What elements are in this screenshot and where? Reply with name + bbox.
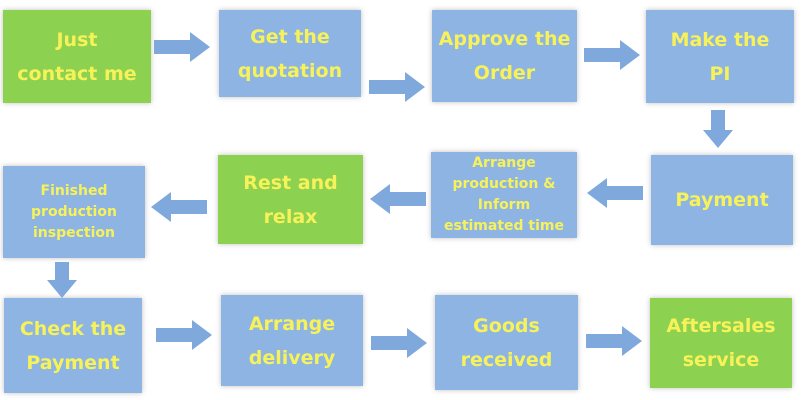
- step-get-the-quotation: Get the quotation: [219, 10, 361, 97]
- step-check-the-payment: Check the Payment: [4, 298, 142, 393]
- arrow-right-icon: [584, 40, 640, 70]
- step-aftersales-service: Aftersales service: [650, 298, 792, 388]
- step-label: Payment: [675, 189, 769, 211]
- step-arrange-delivery: Arrange delivery: [221, 295, 363, 386]
- step-label: Arrange production & Inform estimated ti…: [443, 155, 564, 234]
- step-label: Rest and relax: [243, 171, 338, 228]
- arrow-down-icon: [703, 110, 733, 148]
- step-label: Finished production inspection: [31, 182, 117, 241]
- step-label: Aftersales service: [666, 315, 776, 371]
- arrow-right-icon: [156, 320, 212, 350]
- arrow-right-icon: [586, 326, 642, 356]
- step-rest-and-relax: Rest and relax: [218, 155, 363, 244]
- step-just-contact-me: Just contact me: [3, 10, 151, 103]
- step-label: Approve the Order: [438, 28, 571, 84]
- step-label: Get the quotation: [237, 25, 343, 82]
- arrow-down-icon: [47, 262, 77, 298]
- arrow-right-icon: [154, 32, 210, 62]
- arrow-left-icon: [151, 192, 207, 222]
- arrow-right-icon: [371, 328, 427, 358]
- step-label: Arrange delivery: [248, 312, 336, 369]
- step-label: Just contact me: [17, 28, 137, 85]
- step-goods-received: Goods received: [435, 295, 578, 390]
- step-label: Goods received: [460, 314, 553, 371]
- step-approve-the-order: Approve the Order: [432, 10, 577, 102]
- step-make-the-pi: Make the PI: [646, 10, 794, 103]
- arrow-right-icon: [369, 72, 425, 102]
- step-payment: Payment: [651, 155, 793, 245]
- arrow-left-icon: [370, 184, 426, 214]
- step-label: Make the PI: [670, 28, 770, 85]
- arrow-left-icon: [587, 178, 643, 208]
- step-finished-production-inspection: Finished production inspection: [3, 166, 145, 258]
- step-label: Check the Payment: [19, 317, 127, 374]
- step-arrange-production: Arrange production & Inform estimated ti…: [431, 152, 577, 238]
